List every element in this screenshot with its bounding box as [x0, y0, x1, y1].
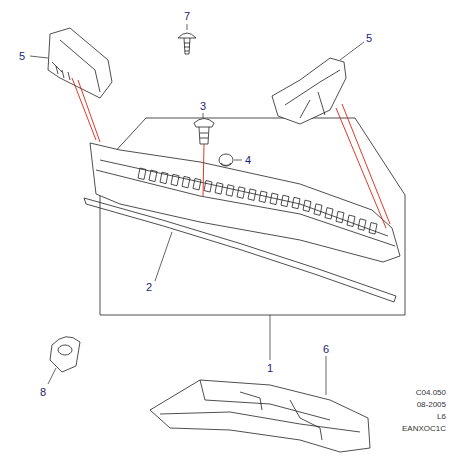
callout-number: 4 — [245, 155, 251, 166]
cowl-edge — [100, 160, 388, 236]
callout-number: 5 — [19, 51, 25, 62]
grille-slot — [259, 191, 267, 203]
grille-slot — [226, 185, 234, 197]
callout-number: 6 — [323, 344, 329, 355]
grille-slot — [292, 197, 300, 209]
clip — [194, 119, 214, 145]
callout-number: 1 — [267, 363, 273, 374]
grille-slot — [358, 219, 366, 231]
grille-slot — [138, 168, 146, 180]
callout-number: 3 — [200, 101, 206, 112]
cap — [219, 154, 233, 166]
seal-strip — [84, 198, 396, 296]
side-cover-right — [285, 70, 340, 118]
grille-slot — [270, 193, 278, 205]
leader-line — [270, 315, 271, 360]
grille-slot — [149, 170, 157, 182]
grille-slot — [204, 181, 212, 193]
callout-number: 7 — [184, 11, 190, 22]
grille-slot — [182, 176, 190, 188]
reference-code: C04.050 — [416, 389, 446, 397]
seal-strip — [86, 204, 394, 302]
grille-slot — [237, 187, 245, 199]
leader-line — [203, 113, 204, 118]
grille-slot — [303, 200, 311, 212]
screw — [178, 33, 196, 54]
grommet — [50, 337, 80, 372]
grommet — [58, 345, 72, 355]
assembly-line — [72, 78, 100, 142]
cowl-edge — [96, 170, 395, 246]
leader-line — [187, 24, 188, 30]
side-cover-right — [272, 58, 346, 124]
grille-slot — [369, 223, 377, 235]
grille-slot — [171, 174, 179, 186]
reference-code: EANXOC1C — [402, 425, 446, 433]
leader-line — [30, 56, 48, 58]
callout-number: 2 — [146, 282, 152, 293]
grille-slot — [336, 211, 344, 223]
grille-slot — [215, 183, 223, 195]
seal-strip — [84, 198, 396, 302]
bulkhead-panel — [150, 380, 370, 452]
grille-slot — [325, 208, 333, 220]
leader-line — [234, 160, 242, 161]
cap — [221, 163, 231, 166]
reference-code: L6 — [437, 413, 446, 421]
grille-slot — [193, 178, 201, 190]
side-cover-left — [48, 28, 112, 98]
assembly-line — [336, 104, 390, 228]
grille-slot — [160, 172, 168, 184]
grille-slot — [248, 189, 256, 201]
grille-slot — [347, 215, 355, 227]
leader-line — [326, 356, 327, 395]
leader-line — [340, 42, 364, 60]
cowl-panel — [90, 143, 400, 262]
side-cover-left — [52, 40, 100, 92]
grille-slot — [281, 195, 289, 207]
leader-line — [155, 232, 172, 281]
reference-date: 08-2005 — [417, 401, 446, 409]
assembly-line — [203, 144, 204, 196]
leader-line — [48, 368, 56, 384]
callout-number: 5 — [366, 33, 372, 44]
grille-slot — [314, 204, 322, 216]
callout-number: 8 — [40, 387, 46, 398]
bulkhead-panel — [160, 380, 360, 440]
